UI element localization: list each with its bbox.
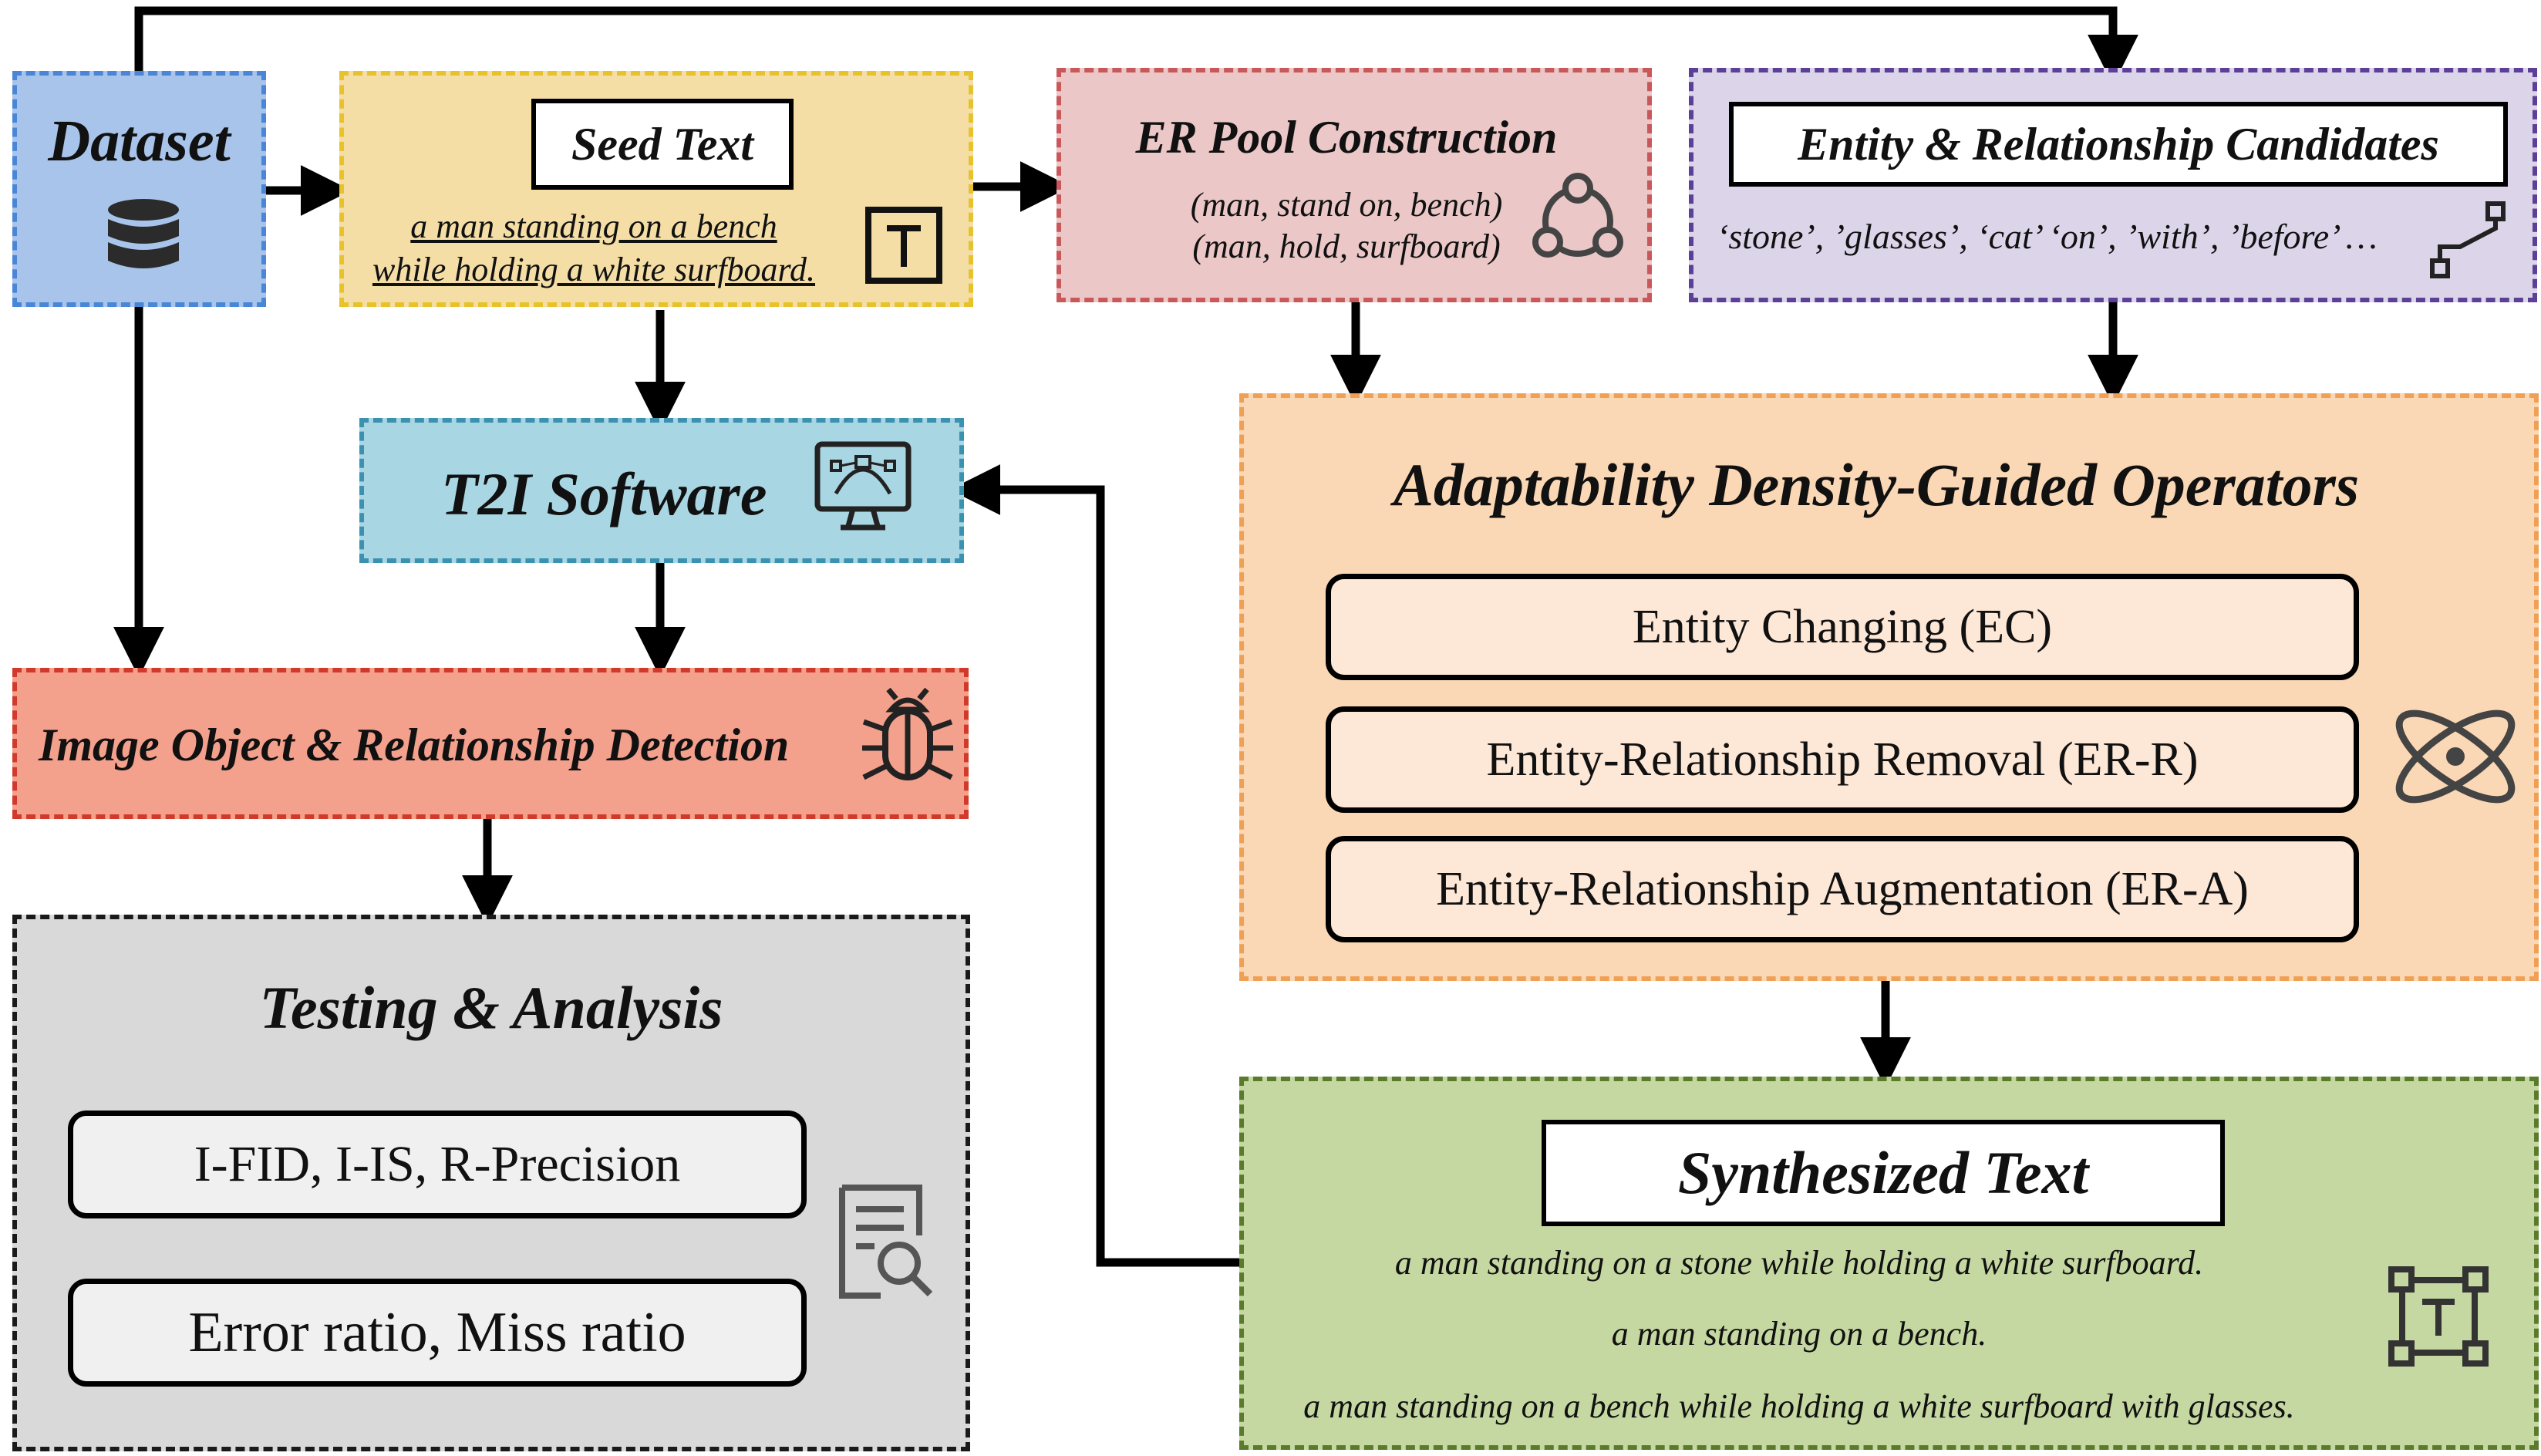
operators-box: Adaptability Density-Guided Operators En… bbox=[1239, 393, 2539, 981]
testing-box: Testing & Analysis I-FID, I-IS, R-Precis… bbox=[12, 915, 970, 1451]
testing-title: Testing & Analysis bbox=[259, 974, 723, 1041]
seed-text-line-1: a man standing on a bench bbox=[410, 207, 777, 245]
bug-icon bbox=[862, 687, 953, 780]
arrow-synthesized-to-t2i bbox=[949, 464, 1239, 1267]
metric-error-miss-ratio: Error ratio, Miss ratio bbox=[68, 1279, 807, 1387]
candidates-box: Entity & Relationship Candidates ‘stone’… bbox=[1689, 68, 2537, 302]
synthesized-line-3: a man standing on a bench while holding … bbox=[1303, 1387, 2295, 1425]
metric-fid-is-precision: I-FID, I-IS, R-Precision bbox=[68, 1111, 807, 1218]
text-frame-icon bbox=[2388, 1266, 2489, 1367]
operators-title: Adaptability Density-Guided Operators bbox=[1393, 451, 2360, 518]
t2i-software-title: T2I Software bbox=[441, 460, 767, 527]
synthesized-box: Synthesized Text a man standing on a sto… bbox=[1239, 1077, 2539, 1450]
seed-text-line-2: while holding a white surfboard. bbox=[372, 251, 816, 288]
atom-icon bbox=[2395, 709, 2516, 804]
arrow-dataset-to-candidates bbox=[134, 6, 2138, 86]
connector-icon bbox=[2430, 201, 2506, 278]
document-search-icon bbox=[839, 1185, 933, 1299]
er-pool-line-2: (man, hold, surfboard) bbox=[1192, 228, 1501, 265]
candidates-title: Entity & Relationship Candidates bbox=[1729, 102, 2508, 187]
er-pool-line-1: (man, stand on, bench) bbox=[1190, 186, 1503, 224]
seed-text-box: Seed Text a man standing on a bench whil… bbox=[339, 71, 973, 307]
dataset-box: Dataset bbox=[12, 71, 266, 307]
er-pool-title: ER Pool Construction bbox=[1135, 112, 1558, 163]
operator-er-removal: Entity-Relationship Removal (ER-R) bbox=[1326, 706, 2359, 813]
operator-er-augmentation: Entity-Relationship Augmentation (ER-A) bbox=[1326, 836, 2359, 942]
monitor-vector-icon bbox=[814, 441, 912, 531]
synthesized-title: Synthesized Text bbox=[1542, 1120, 2225, 1226]
detection-title: Image Object & Relationship Detection bbox=[39, 720, 790, 770]
operator-entity-changing: Entity Changing (EC) bbox=[1326, 574, 2359, 680]
seed-text-title: Seed Text bbox=[531, 99, 794, 190]
er-pool-box: ER Pool Construction (man, stand on, ben… bbox=[1057, 68, 1652, 302]
dataset-title: Dataset bbox=[48, 109, 231, 174]
synthesized-line-2: a man standing on a bench. bbox=[1611, 1315, 1987, 1353]
database-icon bbox=[108, 199, 179, 268]
synthesized-line-1: a man standing on a stone while holding … bbox=[1394, 1244, 2204, 1282]
graph-nodes-icon bbox=[1532, 173, 1623, 258]
t2i-software-box: T2I Software bbox=[359, 418, 964, 563]
detection-box: Image Object & Relationship Detection bbox=[12, 668, 969, 819]
candidates-text: ‘stone’, ’glasses’, ‘cat’ ‘on’, ’with’, … bbox=[1717, 217, 2378, 256]
text-icon bbox=[865, 207, 942, 284]
